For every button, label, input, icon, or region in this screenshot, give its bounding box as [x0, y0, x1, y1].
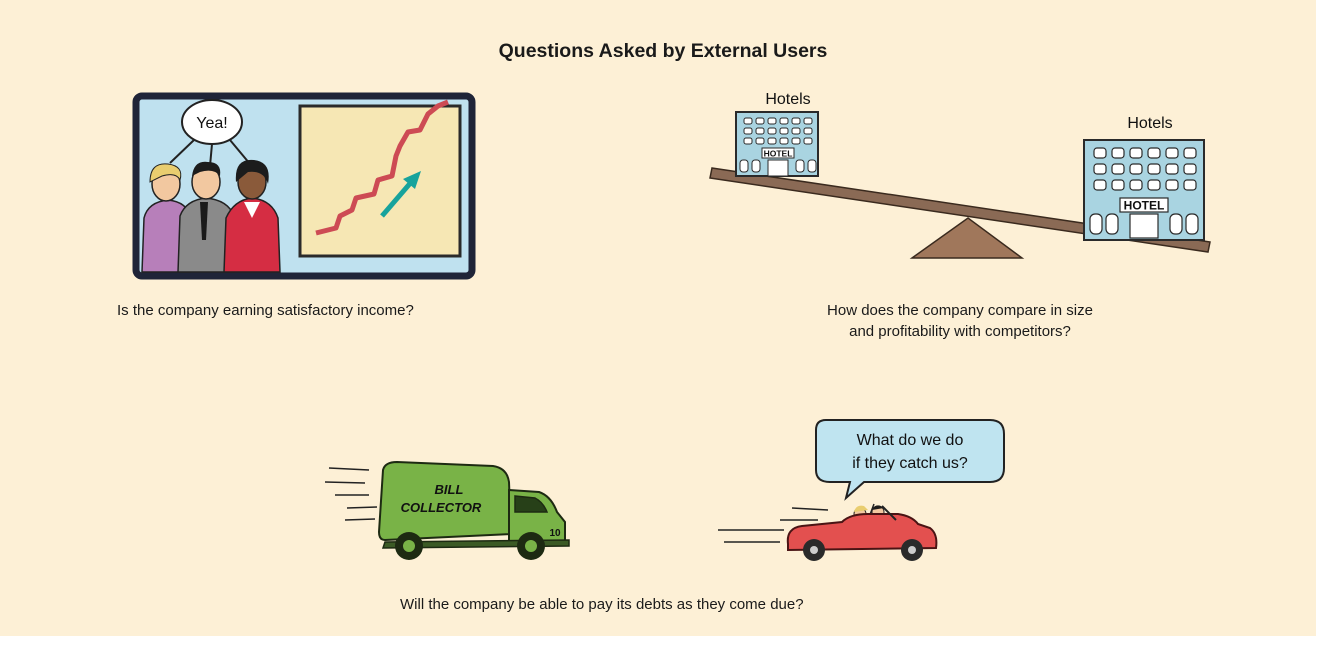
small-hotel-building: HOTEL [735, 111, 819, 177]
truck-speed-lines [324, 467, 378, 521]
car-speech-line1: What do we do [857, 432, 964, 449]
compare-caption: How does the company compare in size and… [760, 300, 1160, 342]
people-group [141, 159, 281, 273]
yea-speech-bubble: Yea! [169, 99, 251, 167]
bill-collector-truck-illustration: BILL COLLECTOR 10 [324, 460, 570, 560]
truck-number: 10 [549, 528, 561, 539]
figure-panel: Questions Asked by External Users Yea! [0, 0, 1316, 636]
left-hotels-label: Hotels [765, 91, 810, 108]
seesaw-comparison-illustration: Hotels Hotels HOTEL [709, 91, 1211, 259]
truck-text-bill: BILL [435, 482, 464, 497]
rising-line-chart [315, 99, 449, 236]
car-speech-line2: if they catch us? [852, 455, 968, 472]
truck-text-collector: COLLECTOR [401, 500, 482, 515]
truck-wheels [395, 532, 545, 560]
seesaw-fulcrum [909, 217, 1025, 259]
car-speed-lines [718, 507, 829, 543]
compare-caption-line1: How does the company compare in size [827, 302, 1093, 319]
right-hotels-label: Hotels [1127, 115, 1172, 132]
debts-caption: Will the company be able to pay its debt… [400, 596, 804, 613]
compare-caption-line2: and profitability with competitors? [849, 323, 1071, 340]
figure-title: Questions Asked by External Users [498, 40, 828, 62]
getaway-car-illustration: What do we do if they catch us? [718, 419, 1005, 561]
chart-board [298, 99, 462, 258]
large-hotel-building: HOTEL [1083, 139, 1205, 241]
income-caption: Is the company earning satisfactory inco… [117, 302, 414, 319]
presentation-illustration: Yea! [132, 92, 476, 280]
growth-arrow [380, 178, 415, 218]
small-hotel-sign: HOTEL [764, 149, 793, 159]
car-speech-bubble: What do we do if they catch us? [815, 419, 1005, 501]
car-wheels [803, 539, 923, 561]
large-hotel-sign: HOTEL [1124, 199, 1165, 213]
yea-text: Yea! [196, 115, 227, 132]
